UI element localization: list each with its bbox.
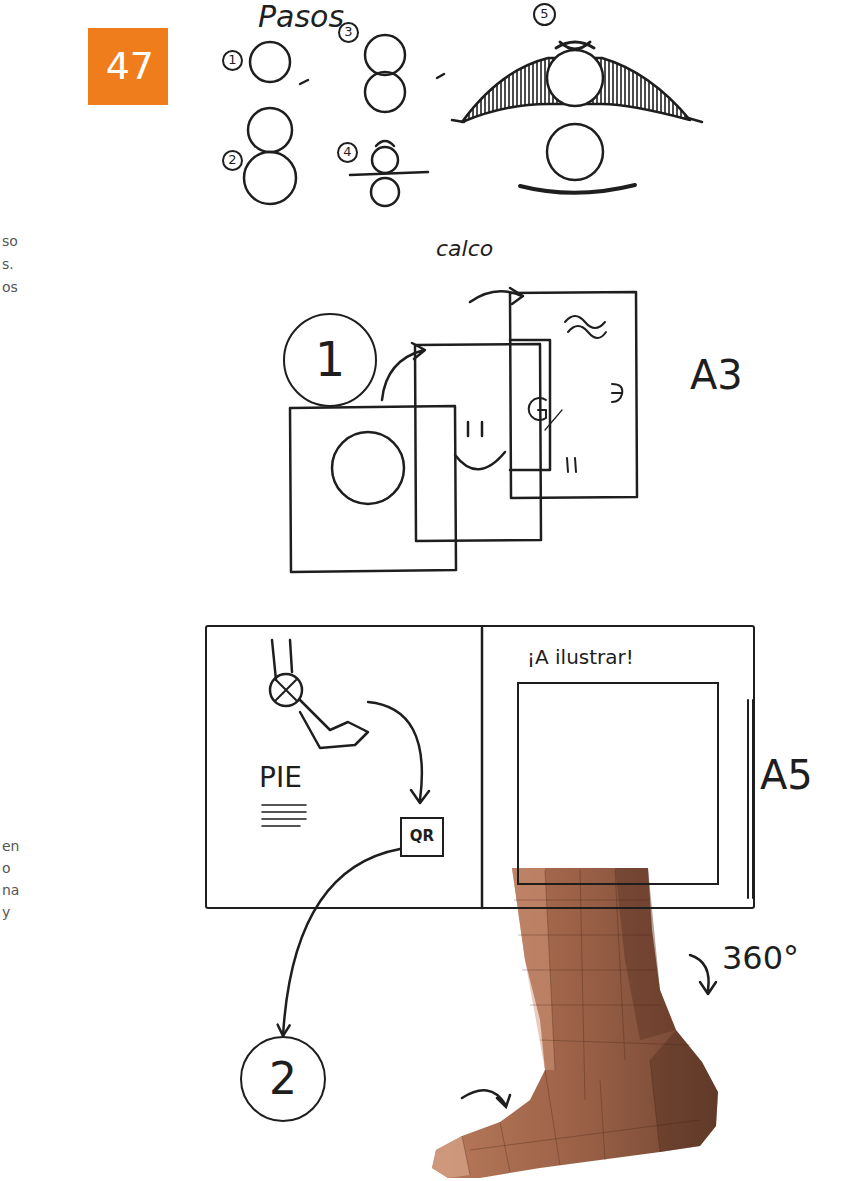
node-text: 3: [344, 25, 352, 40]
format-label: A3: [690, 352, 743, 398]
rotation-arrow: [690, 955, 716, 994]
step-circle: [547, 124, 603, 180]
node-text: QR: [410, 828, 434, 845]
foot-light: [512, 868, 555, 1070]
g-mark: [529, 398, 546, 420]
pen-line: [545, 410, 562, 430]
smiley: [455, 422, 505, 469]
text-fragment: o: [2, 860, 11, 876]
arrow-label: calco: [436, 236, 493, 261]
node-text: 2: [269, 1054, 297, 1105]
step-circle: [250, 42, 290, 82]
illustration-area: ¡A ilustrar!: [512, 640, 727, 885]
page-number-box: 47: [88, 28, 168, 105]
text-fragment: en: [2, 838, 20, 854]
wing-tip: [452, 118, 702, 122]
step-shapes: [244, 35, 702, 206]
sketch-arrow: [368, 702, 429, 803]
node-text: 1: [315, 332, 346, 387]
text-lines: [262, 805, 306, 826]
arrowhead: [278, 1025, 290, 1036]
node-text: PIE: [259, 762, 302, 794]
illustration-frame: [517, 682, 719, 885]
base-curve: [520, 185, 635, 193]
section-number: 2: [240, 1036, 326, 1122]
step-number: 5: [533, 3, 556, 26]
booklet-sketch: [262, 628, 753, 908]
step-circle: [372, 147, 398, 173]
node-text: 2: [228, 153, 236, 168]
foot-render: [432, 868, 718, 1178]
text-fragment: so: [2, 233, 18, 249]
text-fragment: na: [2, 882, 19, 898]
wing-line: [350, 172, 428, 175]
text-fragment: os: [2, 279, 18, 295]
step-circle: [244, 152, 296, 204]
foot-heel: [650, 1030, 718, 1152]
foot-mesh: [462, 870, 700, 1175]
page-edge: [748, 700, 753, 898]
text-fragment: y: [2, 904, 10, 920]
format-label: A5: [760, 752, 813, 798]
foot-shade: [615, 868, 676, 1040]
mark: [567, 458, 576, 472]
calco-arrow: [382, 343, 425, 400]
qr-box: QR: [400, 817, 444, 857]
booklet-spread: PIE QR ¡A ilustrar!: [205, 625, 755, 909]
rotation-arrow: [462, 1090, 510, 1107]
calco-arrow: [470, 288, 523, 304]
connector-line: [283, 849, 400, 1036]
dash: [300, 80, 308, 84]
dash: [437, 74, 444, 78]
paper-circle: [332, 432, 404, 504]
node-text: 4: [343, 145, 351, 160]
node-text: ¡A ilustrar!: [527, 646, 634, 669]
rotation-label: 360°: [722, 940, 799, 977]
foot-toes: [432, 1136, 470, 1178]
ankle-sketch: [270, 674, 302, 706]
step-number: 1: [222, 50, 243, 71]
step-circle: [547, 50, 603, 106]
paper-sheet: [510, 292, 637, 498]
connector-arrow: [278, 849, 400, 1036]
node-text: 47: [106, 45, 154, 89]
node-text: 5: [540, 7, 548, 22]
step-number: 4: [337, 142, 358, 163]
step-circle: [371, 178, 399, 206]
foot-sketch: [300, 700, 368, 748]
mark: [612, 384, 622, 402]
step-circle: [248, 108, 292, 152]
node-text: 1: [228, 53, 236, 68]
paper-sheet: [415, 344, 541, 541]
text-fragment: s.: [2, 256, 14, 272]
paper-edge: [510, 340, 550, 470]
tuft: [376, 141, 394, 146]
heading: Pasos: [258, 0, 344, 35]
squiggle: [565, 316, 606, 338]
section-number: 1: [283, 313, 377, 407]
ankle-cross: [276, 680, 296, 700]
tuft: [556, 42, 594, 49]
foot-body: [432, 868, 718, 1178]
page-divider: [481, 628, 484, 908]
step-circle: [365, 72, 405, 112]
step-circle: [365, 35, 405, 75]
paper-sheet: [290, 406, 456, 572]
step-number: 2: [222, 150, 243, 171]
